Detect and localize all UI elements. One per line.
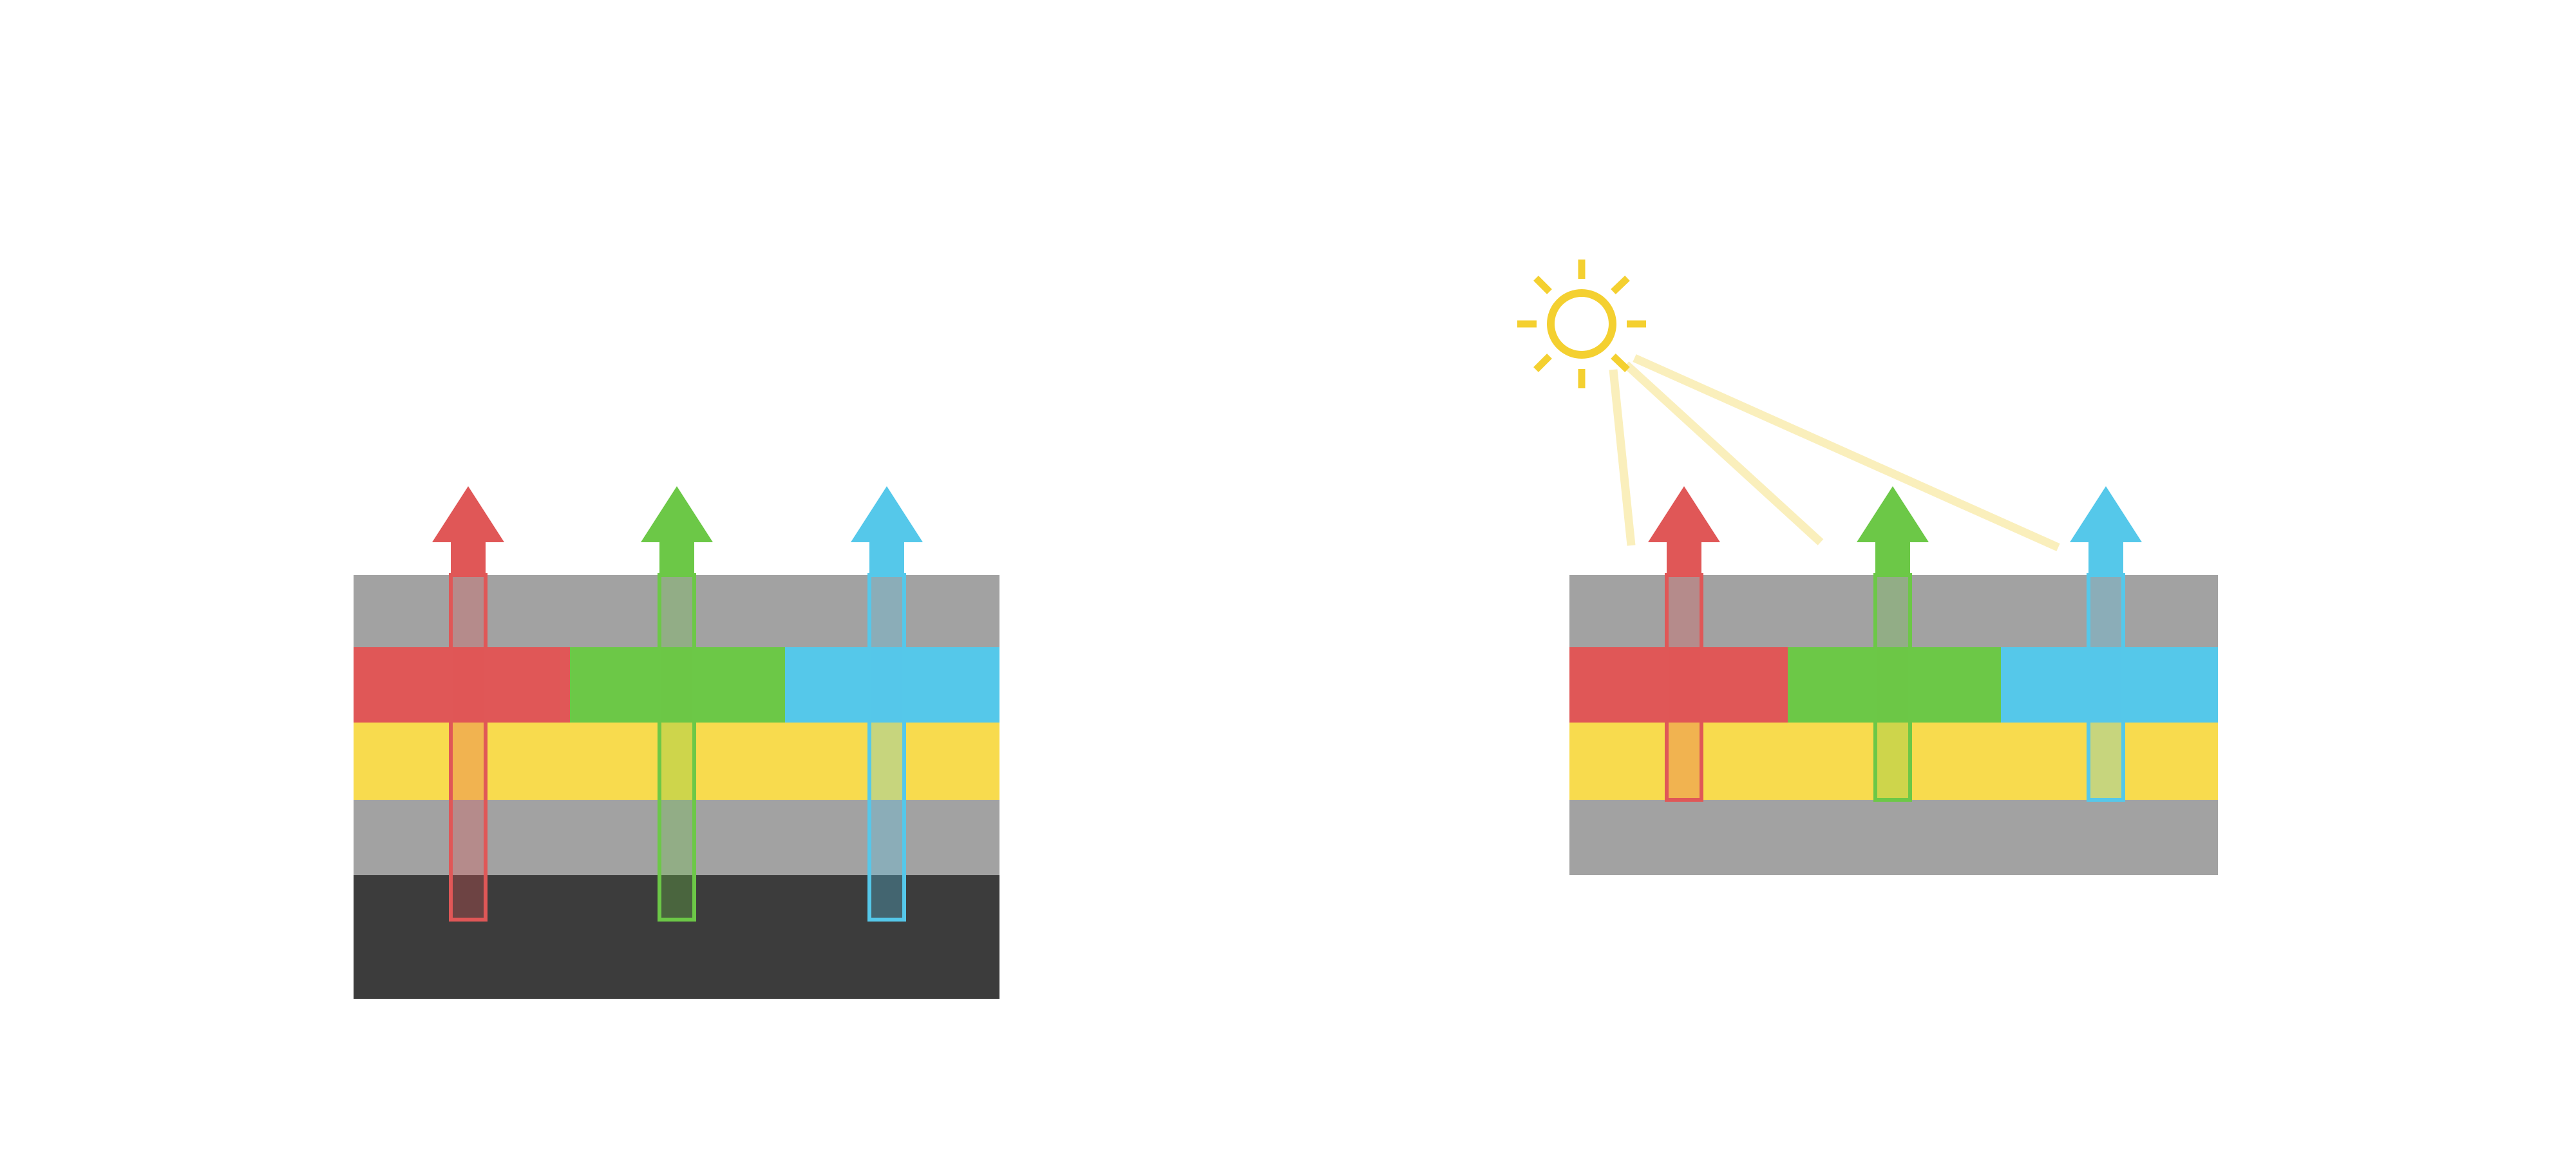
left-red-arrow-shaft (449, 573, 488, 922)
right-red-subpixel (1569, 647, 1788, 723)
right-gray-layer-bottom (1569, 800, 2218, 875)
right-cyan-arrow-head (2070, 486, 2142, 577)
left-cyan-subpixel (785, 647, 999, 723)
right-green-arrow-head (1857, 486, 1929, 577)
right-display-stack (1569, 575, 2218, 875)
sunbeam-1 (1609, 369, 1636, 546)
left-red-arrow-head (432, 486, 504, 577)
left-cyan-arrow-shaft (867, 573, 906, 922)
right-red-arrow-shaft (1665, 573, 1703, 802)
left-green-arrow-head (641, 486, 713, 577)
sun-ray-se (1611, 354, 1630, 372)
left-display-stack (354, 575, 999, 999)
right-red-arrow-head (1648, 486, 1720, 577)
sun-core (1547, 289, 1616, 359)
left-green-arrow-shaft (658, 573, 696, 922)
left-gray-layer-top (354, 575, 999, 647)
left-gray-layer-bottom (354, 800, 999, 875)
left-dark-base-layer (354, 875, 999, 999)
sun-ray-ne (1611, 276, 1630, 294)
left-green-subpixel (570, 647, 785, 723)
sunbeam-2 (1623, 361, 1824, 545)
right-yellow-layer (1569, 723, 2218, 800)
left-light-arrows (432, 486, 923, 922)
left-cyan-arrow-head (851, 486, 923, 577)
sun-ray-nw (1533, 276, 1552, 294)
right-green-subpixel (1788, 647, 2001, 723)
right-cyan-subpixel (2001, 647, 2218, 723)
sunbeam-3 (1633, 354, 2060, 551)
sun-icon (1517, 260, 1646, 388)
left-yellow-layer (354, 723, 999, 800)
sunbeams (1609, 354, 2060, 551)
right-green-arrow-shaft (1873, 573, 1912, 802)
right-cyan-arrow-shaft (2087, 573, 2125, 802)
sun-ray-sw (1533, 354, 1552, 372)
right-light-arrows (1648, 486, 2142, 802)
left-red-subpixel (354, 647, 570, 723)
right-gray-layer-top (1569, 575, 2218, 647)
